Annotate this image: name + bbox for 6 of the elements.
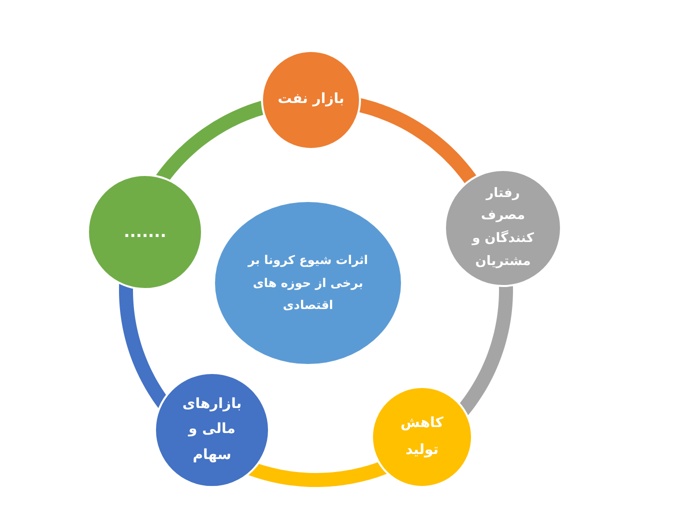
node-label: کاهش تولید <box>400 414 444 460</box>
node-label: اثرات شیوع کرونا بر برخی از حوزه های اقتصادی <box>246 252 370 314</box>
node-label: رفتار مصرف کنندگان و مشتریان <box>470 184 535 271</box>
node-label: بازارهای مالی و سهام <box>181 395 243 465</box>
node-label: ....... <box>124 220 166 243</box>
node-label: بازار نفت <box>278 90 344 110</box>
